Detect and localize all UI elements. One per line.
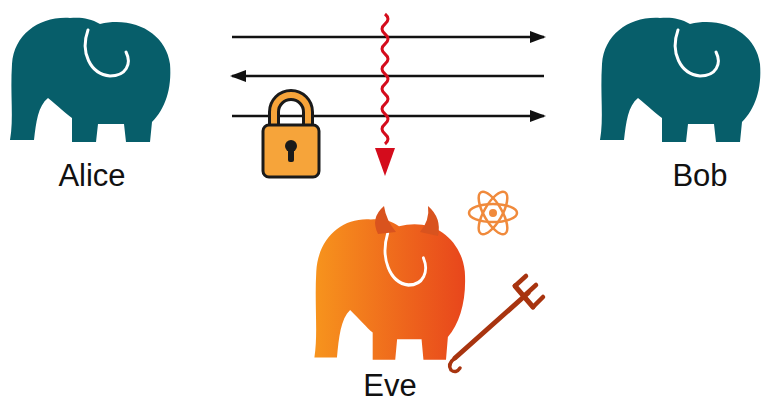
elephant-ear — [85, 30, 128, 76]
atom-symbol — [469, 188, 517, 239]
party-name: Alice — [22, 158, 162, 194]
eavesdrop-arrowhead — [375, 148, 395, 176]
party-name: Eve — [320, 368, 460, 404]
lock-keyhole-slot — [288, 148, 294, 162]
eve-elephant — [314, 219, 465, 360]
lock-shackle — [274, 95, 308, 127]
elephant-node: Eve — [296, 190, 546, 406]
elephant-ear — [675, 30, 718, 76]
elephant-node: Bob — [546, 8, 770, 198]
elephant-ear — [385, 233, 425, 285]
elephant-node: Alice — [4, 8, 228, 198]
lock-shackle-outline — [274, 95, 308, 127]
elephant-figure — [296, 190, 546, 406]
pitchfork — [450, 276, 543, 372]
lock-body — [263, 125, 319, 177]
devil-horn — [375, 206, 396, 234]
elephant-figure — [546, 8, 770, 198]
bob-elephant — [600, 18, 760, 142]
lock-icon — [263, 95, 319, 177]
party-name: Bob — [630, 158, 770, 194]
devil-horn — [420, 206, 439, 236]
eavesdrop-wave — [382, 14, 388, 144]
alice-elephant — [10, 18, 170, 142]
